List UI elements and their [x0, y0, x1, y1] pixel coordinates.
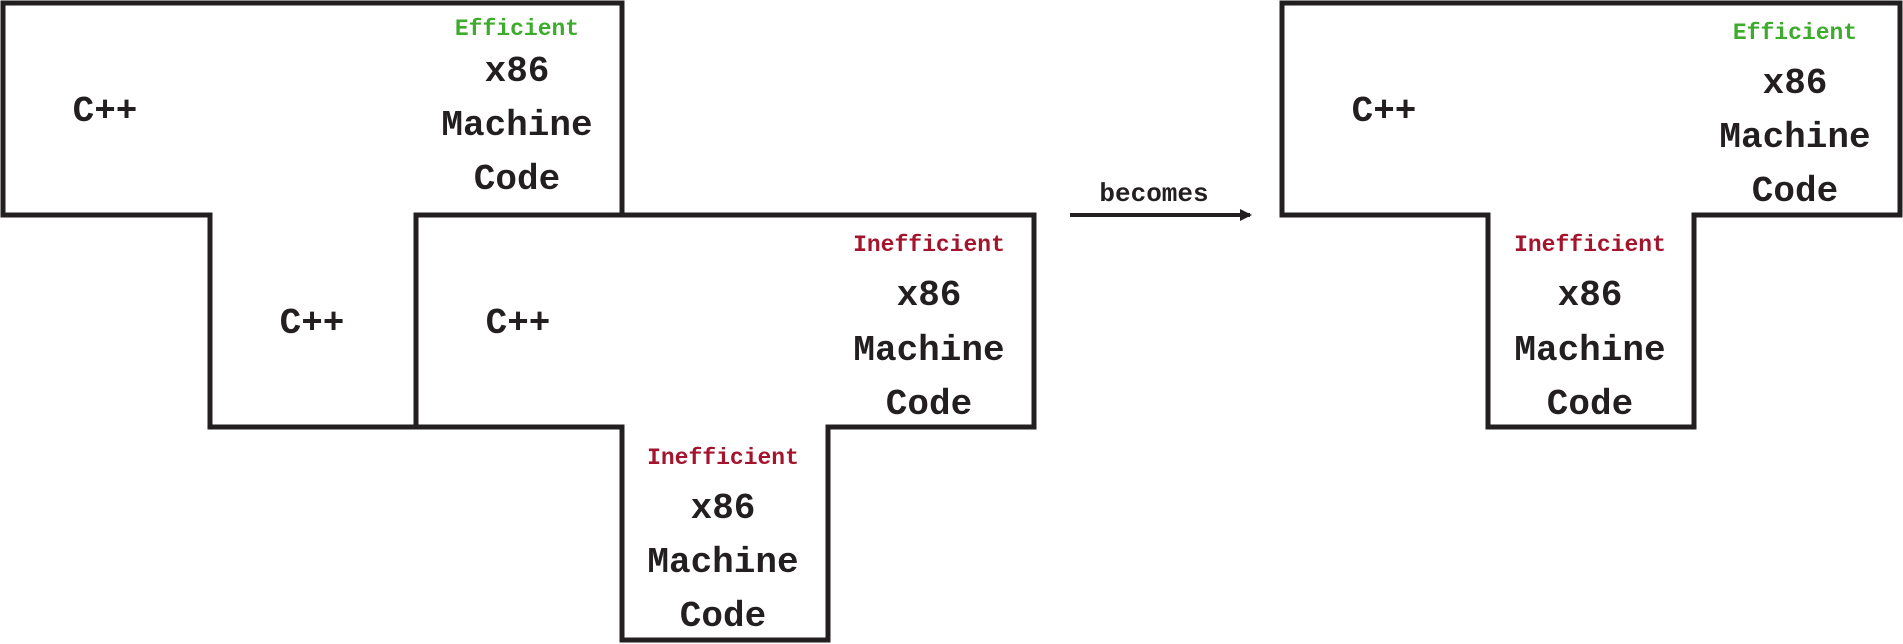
left-bottom-target-line3: Code	[680, 596, 766, 637]
right-top-efficient-tag: Efficient	[1733, 20, 1857, 46]
left-right-source-label: C++	[486, 303, 551, 344]
left-top-source-label: C++	[73, 91, 138, 132]
right-top-target-line3: Code	[1752, 171, 1838, 212]
left-middle-stem-label: C++	[280, 303, 345, 344]
left-bottom-target-line2: Machine	[647, 542, 798, 583]
right-stem-target-line2: Machine	[1514, 330, 1665, 371]
right-top-source-label: C++	[1352, 91, 1417, 132]
right-stem-target-line1: x86	[1558, 275, 1623, 316]
right-stem-target-line3: Code	[1547, 384, 1633, 425]
left-top-target-line1: x86	[485, 51, 550, 92]
left-right-t-shape	[413, 212, 1037, 643]
left-right-target-line3: Code	[886, 384, 972, 425]
right-stem-inefficient-tag: Inefficient	[1514, 232, 1666, 258]
left-top-efficient-tag: Efficient	[455, 16, 579, 42]
left-top-target-line2: Machine	[441, 105, 592, 146]
right-top-target-line1: x86	[1763, 63, 1828, 104]
left-bottom-target-line1: x86	[691, 488, 756, 529]
left-top-target-line3: Code	[474, 159, 560, 200]
right-top-target-line2: Machine	[1719, 117, 1870, 158]
left-bottom-inefficient-tag: Inefficient	[647, 445, 799, 471]
left-right-target-line2: Machine	[853, 330, 1004, 371]
left-right-target-line1: x86	[897, 275, 962, 316]
left-right-inefficient-tag: Inefficient	[853, 232, 1005, 258]
arrow-label: becomes	[1099, 179, 1208, 209]
right-t-shape	[1279, 0, 1903, 430]
